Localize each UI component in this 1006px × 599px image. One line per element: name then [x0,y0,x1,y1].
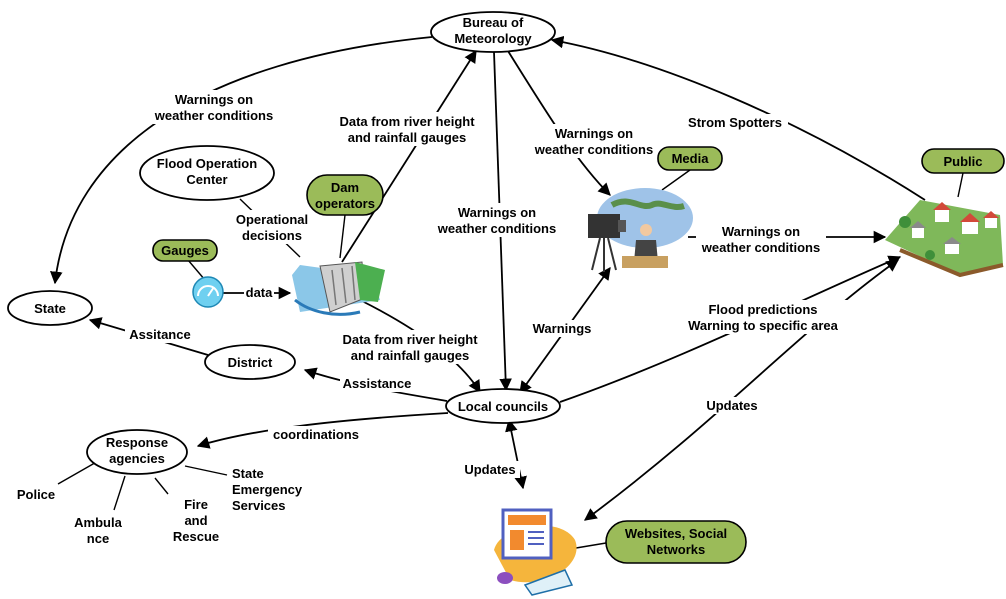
bureau-label-line1: Bureau of [463,15,524,30]
public-label: Public [943,154,982,169]
svg-text:coordinations: coordinations [273,427,359,442]
label-bureau-to-media: Warnings on weather conditions [532,124,656,158]
svg-text:weather conditions: weather conditions [701,240,820,255]
label-dam-to-local: Data from river height and rainfall gaug… [338,330,483,364]
svg-text:Warnings on: Warnings on [175,92,253,107]
response-agencies-line1: Response [106,435,168,450]
svg-text:decisions: decisions [242,228,302,243]
node-bureau-of-meteorology: Bureau of Meteorology [430,11,556,53]
websites-line2: Networks [647,542,706,557]
label-coordinations: coordinations [268,426,364,443]
node-district: District [204,344,296,380]
town-houses-icon [885,200,1004,278]
label-local-to-public: Flood predictions Warning to specific ar… [680,300,850,334]
websites-line1: Websites, Social [625,526,727,541]
label-websites-public-updates: Updates [702,397,762,414]
flood-center-line2: Center [186,172,227,187]
label-local-to-district: Assistance [340,375,415,392]
response-agencies-line2: agencies [109,451,165,466]
node-media: Media [657,146,723,171]
svg-text:Assistance: Assistance [343,376,412,391]
label-district-to-state: Assitance [125,326,195,343]
label-strom-spotters: Strom Spotters [682,114,788,132]
svg-text:Warning to specific area: Warning to specific area [688,318,839,333]
svg-text:Flood predictions: Flood predictions [708,302,817,317]
edge-media-label-to-media [661,169,691,191]
agency-ambulance-line2: nce [87,531,109,546]
svg-text:weather conditions: weather conditions [154,108,273,123]
dam-operators-line2: operators [315,196,375,211]
label-media-to-public: Warnings on weather conditions [696,222,826,256]
svg-text:Warnings: Warnings [533,321,592,336]
bureau-label-line2: Meteorology [454,31,532,46]
agency-fire-line3: Rescue [173,529,219,544]
node-gauges: Gauges [152,239,218,262]
svg-text:Strom Spotters: Strom Spotters [688,115,782,130]
label-local-websites-updates: Updates [460,461,520,478]
news-computer-icon [494,508,577,596]
agency-ses-line2: Emergency [232,482,303,497]
edge-dam-operators-to-dam [339,214,346,259]
agency-labels: Police Ambula nce Fire and Rescue State … [17,466,303,546]
svg-text:Warnings on: Warnings on [555,126,633,141]
svg-text:Operational: Operational [236,212,308,227]
gauge-icon [192,276,224,308]
agency-ambulance-line1: Ambula [74,515,122,530]
agency-ses-line3: Services [232,498,286,513]
svg-text:Data from river height: Data from river height [339,114,475,129]
node-local-councils: Local councils [445,388,561,424]
svg-text:weather conditions: weather conditions [437,221,556,236]
local-councils-label: Local councils [458,399,548,414]
node-public: Public [921,148,1005,174]
svg-text:Assitance: Assitance [129,327,190,342]
svg-text:Warnings on: Warnings on [458,205,536,220]
agency-police: Police [17,487,55,502]
edge-gauges-to-bureau [341,49,477,263]
label-operational-decisions: Operational decisions [232,210,312,244]
agency-ses-line1: State [232,466,264,481]
media-label: Media [672,151,710,166]
svg-text:weather conditions: weather conditions [534,142,653,157]
agency-line-ambulance [113,475,126,511]
edge-local-websites-updates [505,418,527,490]
node-dam-operators: Dam operators [306,174,384,216]
label-data: data [244,284,274,301]
svg-text:Updates: Updates [464,462,515,477]
svg-text:and rainfall gauges: and rainfall gauges [348,130,466,145]
edge-websites-label-to-icon [575,542,607,549]
node-flood-operation-center: Flood Operation Center [139,145,275,201]
svg-text:Data from river height: Data from river height [342,332,478,347]
edge-websites-public-updates [583,259,900,521]
label-bureau-to-local: Warnings on weather conditions [432,203,562,237]
media-broadcaster-icon [588,188,693,272]
dam-icon [292,261,385,316]
flood-center-line1: Flood Operation [157,156,257,171]
node-response-agencies: Response agencies [86,429,188,475]
edge-bureau-to-media [507,50,611,196]
agency-fire-line1: Fire [184,497,208,512]
dam-operators-line1: Dam [331,180,359,195]
agency-line-ses [184,465,228,476]
edge-public-label-to-town [957,172,964,198]
label-gauges-to-bureau: Data from river height and rainfall gaug… [335,112,480,146]
node-websites-social-networks: Websites, Social Networks [605,520,747,564]
node-state: State [7,290,93,326]
label-bureau-to-state: Warnings on weather conditions [153,90,275,124]
svg-text:Updates: Updates [706,398,757,413]
agency-line-fire [154,477,169,495]
label-local-media-warnings: Warnings [528,320,596,337]
district-label: District [228,355,273,370]
state-label: State [34,301,66,316]
svg-text:and rainfall gauges: and rainfall gauges [351,348,469,363]
edge-labels: Warnings on weather conditions Data from… [125,90,850,478]
svg-text:data: data [246,285,274,300]
edge-gauges-label-to-gauge [187,259,206,281]
svg-text:Warnings on: Warnings on [722,224,800,239]
edge-spotters-to-bureau [550,35,926,201]
agency-line-police [57,459,101,485]
agency-fire-line2: and [184,513,207,528]
gauges-label: Gauges [161,243,209,258]
